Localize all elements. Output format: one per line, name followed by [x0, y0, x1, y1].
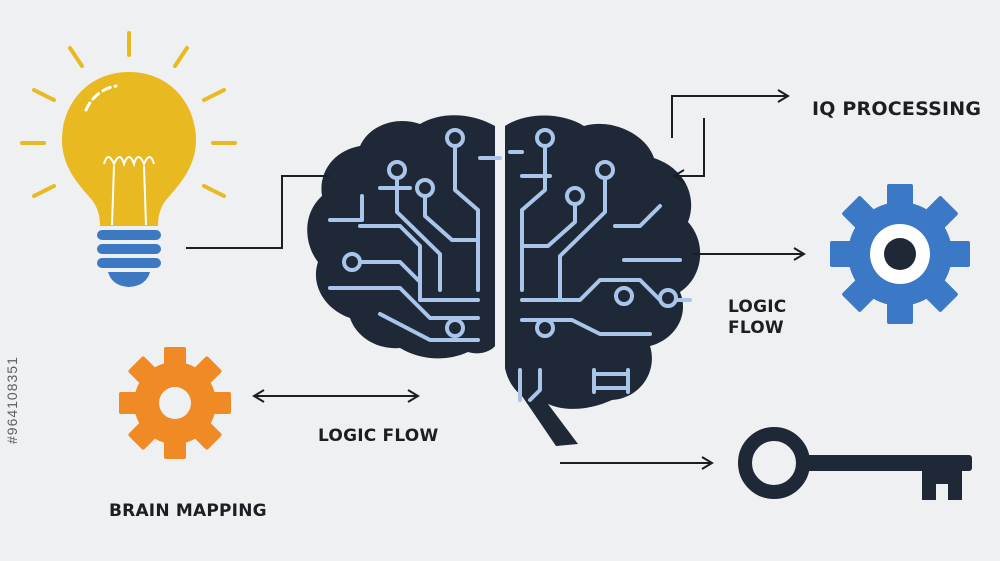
- stock-image-id: #964108351: [4, 356, 20, 444]
- circuit-brain-icon: [307, 115, 701, 446]
- arrow-iq-to-brain: [672, 118, 705, 183]
- gear-icon: [119, 347, 231, 459]
- logic-flow-label-left: LOGIC FLOW: [318, 426, 439, 446]
- lightbulb-icon: [20, 31, 237, 287]
- gear-icon: [830, 184, 970, 324]
- logic-flow-label-right-line2: FLOW: [728, 318, 784, 339]
- logic-flow-label-right-line1: LOGIC: [728, 297, 787, 317]
- logic-flow-label-right: LOGIC FLOW: [728, 297, 786, 340]
- arrow-to-iq-processing: [671, 89, 790, 138]
- brain-mapping-label: BRAIN MAPPING: [109, 501, 267, 521]
- connector-bulb-to-brain: [186, 175, 330, 249]
- iq-processing-label: IQ PROCESSING: [812, 98, 982, 120]
- key-icon: [738, 427, 972, 500]
